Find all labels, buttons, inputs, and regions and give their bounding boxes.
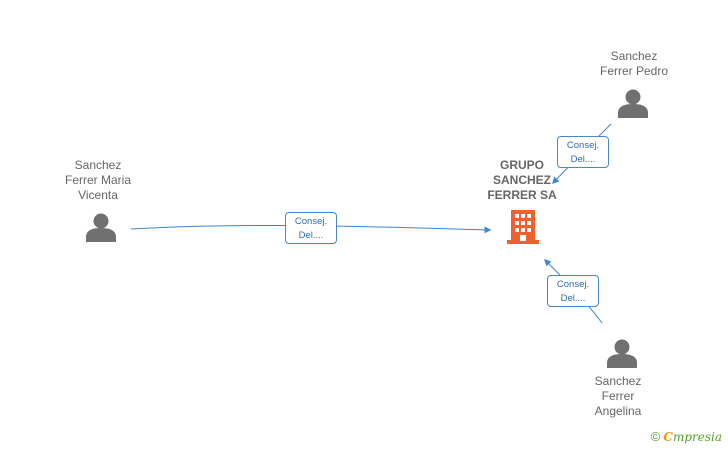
brand-initial: C [663, 430, 673, 444]
empresia-logo[interactable]: ©Cmpresia [651, 429, 722, 444]
person-name-line1: Sanchez [74, 158, 122, 172]
relation-role: Consej. [294, 216, 328, 227]
copyright-icon: © [650, 429, 661, 444]
brand-name: mpresia [672, 430, 722, 444]
person-name-line1: Sanchez [610, 49, 658, 63]
person-name-line1: Sanchez [594, 374, 642, 388]
person-name-line2: Ferrer [601, 389, 635, 403]
company-name-line2: SANCHEZ [492, 173, 551, 187]
person-name-line2: Ferrer Pedro [599, 64, 669, 78]
person-name-angelina[interactable]: Sanchez Ferrer Angelina [558, 374, 678, 419]
person-icon[interactable] [618, 89, 648, 118]
person-icon[interactable] [86, 213, 116, 242]
company-name[interactable]: GRUPO SANCHEZ FERRER SA [467, 158, 577, 203]
company-name-line1: GRUPO [499, 158, 544, 172]
relation-role-cont: Del.... [298, 230, 324, 241]
relation-badge-pedro[interactable]: Consej. Del.... [557, 136, 609, 168]
relation-role-cont: Del.... [560, 293, 586, 304]
relation-role-cont: Del.... [570, 154, 596, 165]
person-name-line2: Ferrer Maria [64, 173, 131, 187]
relation-badge-maria[interactable]: Consej. Del.... [285, 212, 337, 244]
building-icon[interactable] [507, 210, 539, 244]
person-name-line3: Angelina [594, 404, 642, 418]
person-icon[interactable] [607, 339, 637, 368]
relation-role: Consej. [556, 279, 590, 290]
relation-badge-angelina[interactable]: Consej. Del.... [547, 275, 599, 307]
person-name-maria-vicenta[interactable]: Sanchez Ferrer Maria Vicenta [38, 158, 158, 203]
relation-role: Consej. [566, 140, 600, 151]
company-name-line3: FERRER SA [487, 188, 557, 202]
person-name-pedro[interactable]: Sanchez Ferrer Pedro [574, 49, 694, 79]
person-name-line3: Vicenta [78, 188, 118, 202]
